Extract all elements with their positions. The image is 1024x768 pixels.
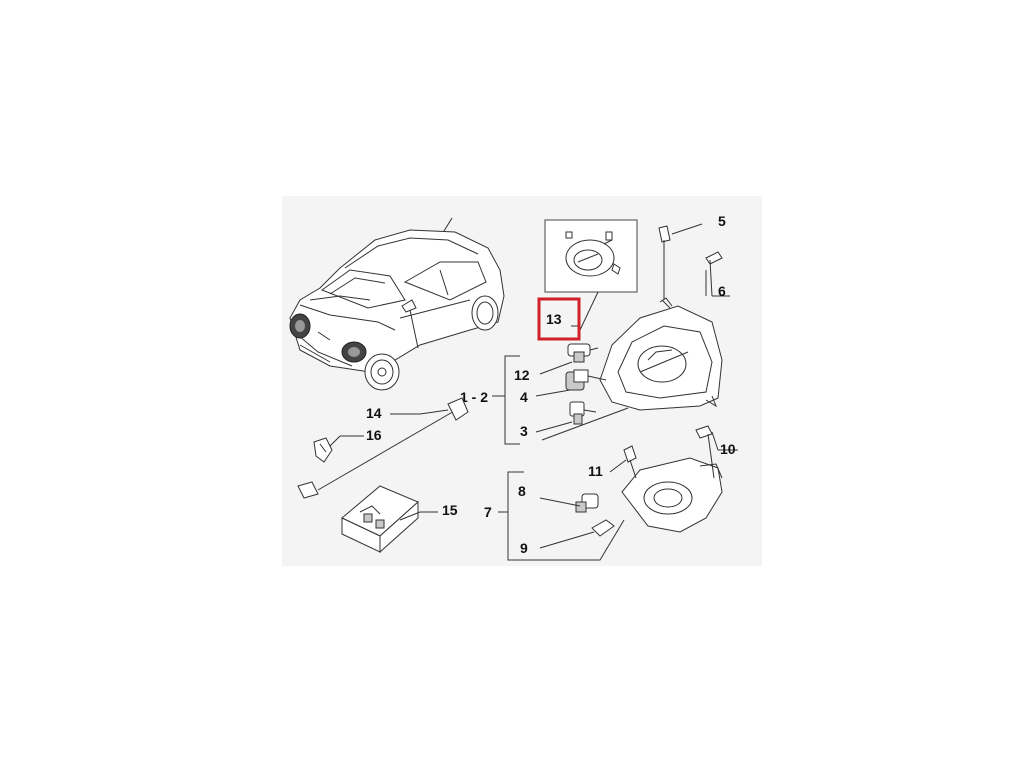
- bulb-8: [539, 493, 599, 513]
- screw-6: [705, 251, 730, 297]
- car-headlight-left: [289, 313, 311, 339]
- car-illustration: [289, 217, 505, 391]
- screw-10: [695, 425, 738, 479]
- callout-4: 4: [520, 389, 528, 405]
- callout-1-2: 1 - 2: [460, 389, 488, 405]
- inset-headlamp-13: [544, 219, 638, 331]
- bracket-1-2: [492, 355, 520, 445]
- bracket-7: [498, 471, 625, 561]
- car-headlight-right: [341, 341, 367, 363]
- callout-13-highlight: [537, 297, 581, 341]
- callout-8: 8: [518, 483, 526, 499]
- bulb-4: [535, 369, 607, 397]
- screw-5: [658, 223, 703, 300]
- front-lamp-7: [621, 457, 723, 533]
- callout-13: 13: [546, 311, 562, 327]
- bulb-12: [539, 343, 599, 375]
- callout-9: 9: [520, 540, 528, 556]
- bulb-3: [535, 401, 629, 441]
- callout-6: 6: [718, 283, 726, 299]
- callout-5: 5: [718, 213, 726, 229]
- callout-16: 16: [366, 427, 382, 443]
- callout-7: 7: [484, 504, 492, 520]
- main-headlamp: [599, 297, 723, 411]
- callout-15: 15: [442, 502, 458, 518]
- callout-14: 14: [366, 405, 382, 421]
- kit-box-15: [341, 485, 438, 554]
- bulb-9: [539, 519, 615, 549]
- callout-12: 12: [514, 367, 530, 383]
- clip-16: [313, 435, 364, 463]
- callout-10: 10: [720, 441, 736, 457]
- cable-14: [297, 397, 469, 499]
- callout-3: 3: [520, 423, 528, 439]
- clip-11: [609, 445, 637, 479]
- callout-11: 11: [588, 463, 603, 479]
